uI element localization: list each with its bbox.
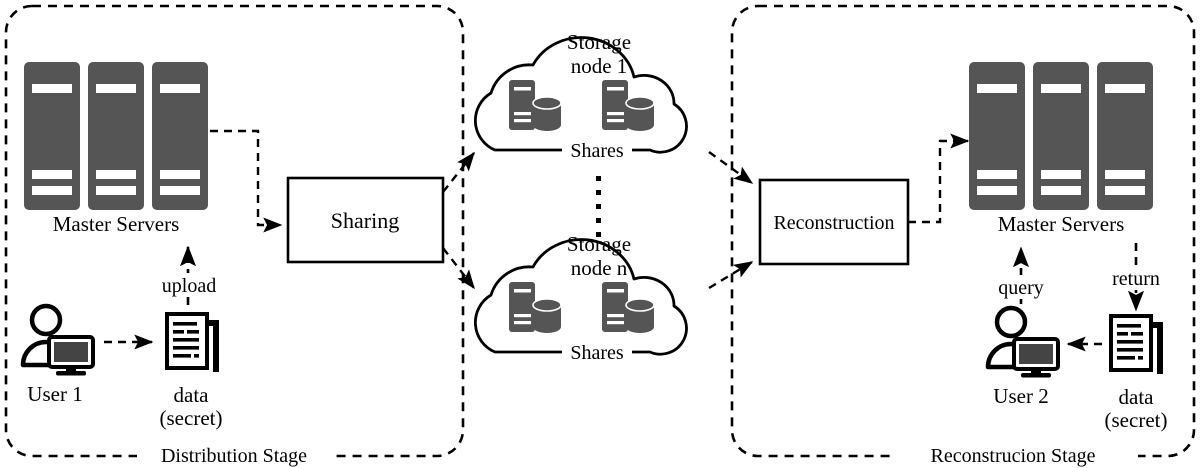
- upload-label: upload: [162, 275, 216, 297]
- reconstruction-stage-container: [730, 4, 1196, 458]
- storage-node-1-cloud: Storage node 1 Shares: [473, 30, 688, 162]
- right-master-servers-label: Master Servers: [998, 212, 1125, 236]
- server-tower-icon: [1033, 62, 1089, 210]
- user2-label: User 2: [993, 384, 1048, 408]
- data-document-icon: [1109, 314, 1163, 374]
- distribution-stage-container: [4, 4, 465, 458]
- arrow-storage-node-n-to-reconstruction: [708, 260, 754, 290]
- storage-node-1-shares-label: Shares: [570, 140, 624, 162]
- right-data-label: data: [1119, 385, 1155, 409]
- storage-node-n-shares-label: Shares: [570, 342, 624, 364]
- right-secret-label: (secret): [1105, 408, 1168, 432]
- query-label: query: [998, 277, 1044, 299]
- distribution-stage-label: Distribution Stage: [161, 445, 307, 467]
- user1-icon: [23, 306, 93, 376]
- data-document-icon: [165, 312, 219, 372]
- storage-node-1-title-line1: Storage: [567, 30, 631, 54]
- left-data-label: data: [174, 383, 210, 407]
- arrow-reconstruction-to-servers: [908, 133, 970, 224]
- server-tower-icon: [24, 62, 80, 210]
- storage-node-n-title-line2: node n: [571, 256, 628, 280]
- storage-node-n-cloud: Storage node n Shares: [473, 232, 688, 364]
- reconstruction-box-label: Reconstruction: [773, 212, 894, 234]
- reconstruction-process-box: Reconstruction: [758, 178, 910, 266]
- arrow-sharing-to-storage-node-n: [442, 247, 475, 290]
- arrow-storage-node-1-to-reconstruction: [708, 151, 754, 184]
- arrow-sharing-to-storage-node-1: [442, 151, 475, 193]
- server-tower-icon: [152, 62, 208, 210]
- right-master-servers-group: Master Servers: [969, 62, 1153, 236]
- left-master-servers-group: Master Servers: [24, 62, 208, 236]
- server-tower-icon: [88, 62, 144, 210]
- left-master-servers-label: Master Servers: [53, 212, 180, 236]
- user2-icon: [988, 308, 1058, 378]
- storage-node-1-title-line2: node 1: [571, 54, 628, 78]
- left-secret-label: (secret): [160, 406, 223, 430]
- return-label: return: [1112, 268, 1160, 290]
- arrow-servers-to-sharing: [210, 129, 283, 233]
- user1-label: User 1: [27, 382, 82, 406]
- sharing-process-box: Sharing: [286, 176, 445, 264]
- server-tower-icon: [969, 62, 1025, 210]
- reconstruction-stage-label: Reconstrucion Stage: [931, 445, 1096, 467]
- storage-node-n-title-line1: Storage: [567, 232, 631, 256]
- cloud-ellipsis-dots: [596, 176, 601, 237]
- server-tower-icon: [1097, 62, 1153, 210]
- sharing-box-label: Sharing: [331, 208, 399, 233]
